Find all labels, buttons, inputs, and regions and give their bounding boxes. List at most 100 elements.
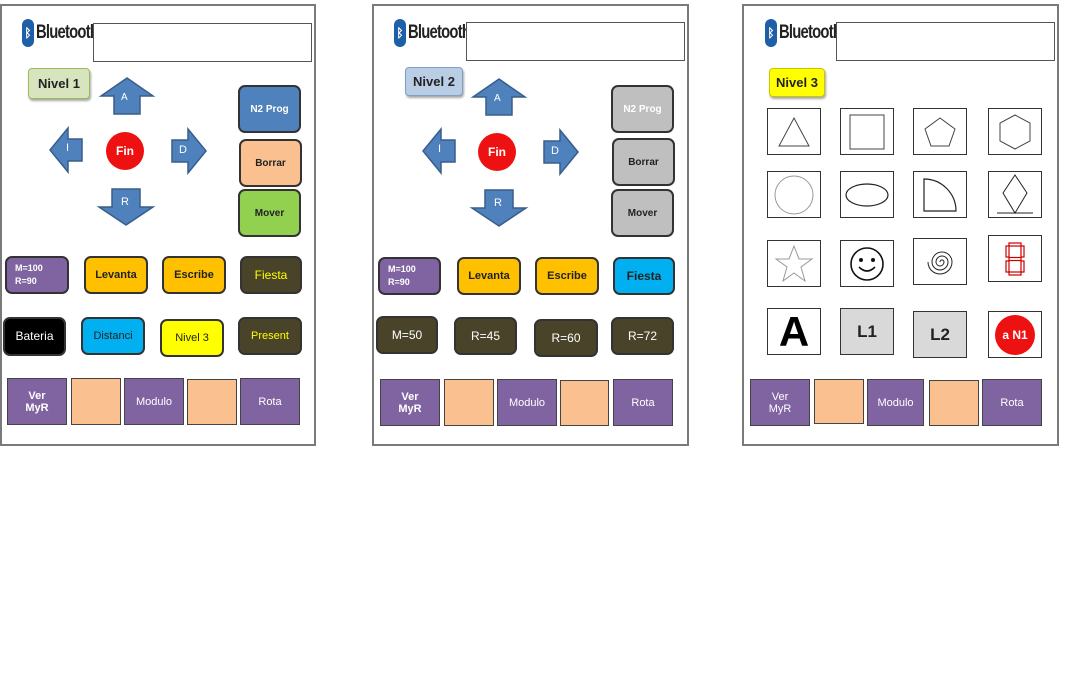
borrar-button[interactable]: Borrar: [239, 139, 302, 187]
bluetooth-logo: ᛒ Bluetooth: [22, 19, 116, 47]
ver-myr-label: Ver MyR: [768, 390, 792, 415]
ver-myr-button[interactable]: Ver MyR: [7, 378, 67, 425]
bluetooth-logo: ᛒ Bluetooth: [394, 19, 488, 47]
escribe-button[interactable]: Escribe: [162, 256, 226, 294]
rota-button[interactable]: Rota: [982, 379, 1042, 426]
levanta-button[interactable]: Levanta: [457, 257, 521, 295]
rota-button[interactable]: Rota: [240, 378, 300, 425]
blank-slot-1[interactable]: [71, 378, 121, 425]
modulo-button[interactable]: Modulo: [497, 379, 557, 426]
arrow-up-label: A: [494, 93, 501, 104]
star-button[interactable]: [767, 240, 821, 287]
ver-myr-label: Ver MyR: [398, 390, 422, 415]
blank-slot-2[interactable]: [560, 380, 609, 426]
mover-button[interactable]: Mover: [238, 189, 301, 237]
arrow-up-label: A: [121, 92, 128, 103]
present-button[interactable]: Present: [238, 317, 302, 355]
received-text-box[interactable]: [836, 22, 1055, 61]
seven-segment-button[interactable]: [988, 235, 1042, 282]
blank-slot-2[interactable]: [929, 380, 979, 426]
fin-button[interactable]: Fin: [478, 133, 516, 171]
arrow-up-button[interactable]: [98, 76, 156, 116]
fiesta-button[interactable]: Fiesta: [613, 257, 675, 295]
panel-nivel-3: ᛒ Bluetooth Nivel 3: [742, 4, 1059, 446]
received-text-box[interactable]: [466, 22, 685, 61]
arrow-up-button[interactable]: [470, 77, 528, 117]
rotate-60-button[interactable]: R=60: [534, 319, 598, 357]
level-indicator: Nivel 1: [28, 68, 90, 99]
pentagon-icon: [924, 116, 956, 146]
move-rotate-preset-button[interactable]: M=100 R=90: [378, 257, 441, 295]
star-icon: [774, 244, 814, 282]
modulo-button[interactable]: Modulo: [867, 379, 924, 426]
nivel-3-button[interactable]: Nivel 3: [160, 319, 224, 357]
move-rotate-preset-button[interactable]: M=100 R=90: [5, 256, 69, 294]
arrow-down-label: R: [121, 196, 129, 208]
bluetooth-icon: ᛒ: [765, 19, 777, 47]
arrow-right-label: D: [179, 144, 187, 156]
modulo-button[interactable]: Modulo: [124, 378, 184, 425]
rota-button[interactable]: Rota: [613, 379, 673, 426]
arrow-right-button[interactable]: [170, 126, 208, 176]
spiral-icon: [927, 251, 953, 274]
arrow-down-button[interactable]: [469, 188, 529, 228]
bateria-button[interactable]: Bateria: [3, 317, 66, 356]
n2-prog-button[interactable]: N2 Prog: [611, 85, 674, 133]
hexagon-icon: [999, 113, 1031, 150]
letter-a-button[interactable]: A: [767, 308, 821, 355]
l2-label: L2: [930, 324, 950, 344]
blank-slot-1[interactable]: [444, 379, 494, 426]
arrow-left-button[interactable]: [421, 126, 457, 176]
mover-button[interactable]: Mover: [611, 189, 674, 237]
ellipse-button[interactable]: [840, 171, 894, 218]
level-indicator: Nivel 2: [405, 67, 463, 96]
move-50-button[interactable]: M=50: [376, 316, 438, 354]
blank-slot-1[interactable]: [814, 379, 864, 424]
square-icon: [849, 114, 885, 149]
letter-a-label: A: [778, 307, 810, 355]
spiral-button[interactable]: [913, 238, 967, 285]
panel-nivel-1: ᛒ Bluetooth Nivel 1 A I Fin D R N2 Prog …: [0, 4, 316, 446]
l1-label: L1: [857, 321, 877, 341]
distancia-button[interactable]: Distanci: [81, 317, 145, 355]
smiley-button[interactable]: [840, 240, 894, 287]
ver-myr-button[interactable]: Ver MyR: [380, 379, 440, 426]
ver-myr-button[interactable]: Ver MyR: [750, 379, 810, 426]
hexagon-button[interactable]: [988, 108, 1042, 155]
borrar-button[interactable]: Borrar: [612, 138, 675, 186]
bluetooth-logo: ᛒ Bluetooth: [765, 19, 859, 47]
triangle-button[interactable]: [767, 108, 821, 155]
quarter-circle-icon: [923, 177, 957, 212]
arrow-down-button[interactable]: [96, 187, 156, 227]
rotate-45-button[interactable]: R=45: [454, 317, 517, 355]
n2-prog-button[interactable]: N2 Prog: [238, 85, 301, 133]
circle-icon: [774, 175, 814, 214]
arrow-right-label: D: [551, 145, 559, 157]
l2-button[interactable]: L2: [913, 311, 967, 358]
arrow-down-label: R: [494, 197, 502, 209]
move-rotate-preset-label: M=100 R=90: [15, 263, 43, 286]
l1-button[interactable]: L1: [840, 308, 894, 355]
arrow-left-label: I: [438, 143, 442, 155]
move-rotate-preset-label: M=100 R=90: [388, 264, 416, 287]
fiesta-button[interactable]: Fiesta: [240, 256, 302, 294]
bluetooth-icon: ᛒ: [394, 19, 406, 47]
bluetooth-icon: ᛒ: [22, 19, 34, 47]
ellipse-icon: [845, 182, 889, 207]
pentagon-button[interactable]: [913, 108, 967, 155]
rotate-72-button[interactable]: R=72: [611, 317, 674, 355]
arrow-right-button[interactable]: [542, 127, 580, 177]
escribe-button[interactable]: Escribe: [535, 257, 599, 295]
levanta-button[interactable]: Levanta: [84, 256, 148, 294]
fin-button[interactable]: Fin: [106, 132, 144, 170]
back-to-n1-button[interactable]: a N1: [988, 311, 1042, 358]
circle-button[interactable]: [767, 171, 821, 218]
square-button[interactable]: [840, 108, 894, 155]
received-text-box[interactable]: [93, 23, 312, 62]
blank-slot-2[interactable]: [187, 379, 237, 425]
level-indicator: Nivel 3: [769, 68, 825, 97]
diamond-button[interactable]: [988, 171, 1042, 218]
arrow-left-button[interactable]: [48, 125, 84, 175]
triangle-icon: [778, 116, 810, 146]
quarter-circle-button[interactable]: [913, 171, 967, 218]
